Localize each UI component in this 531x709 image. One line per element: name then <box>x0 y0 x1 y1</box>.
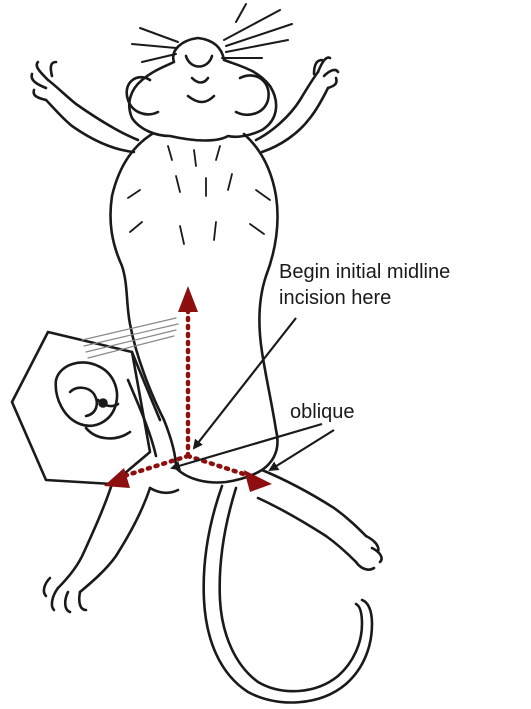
right-hindlimb <box>258 470 366 562</box>
midline-label-line2: incision here <box>279 285 450 311</box>
torso-right-outline <box>244 134 278 470</box>
right-forepaw <box>314 58 338 88</box>
mouse-head-outline <box>129 38 276 141</box>
midline-label-line1: Begin initial midline <box>279 259 450 285</box>
left-forepaw <box>32 62 56 100</box>
right-oblique-incision <box>188 456 250 476</box>
snout <box>186 56 212 67</box>
top-incision-arrow-icon <box>178 286 198 312</box>
left-forelimb <box>46 80 138 152</box>
left-hindlimb <box>58 484 150 592</box>
midline-pointer-arrow <box>194 318 296 448</box>
right-hindpaw <box>356 536 382 570</box>
organ-dot <box>100 400 107 407</box>
left-hindpaw <box>44 578 86 612</box>
fur-strokes <box>128 146 270 244</box>
whiskers <box>132 4 292 62</box>
right-ear <box>236 75 269 114</box>
midline-incision-label: Begin initial midline incision here <box>279 259 450 311</box>
skin-flap <box>12 332 150 484</box>
oblique-label: oblique <box>290 399 355 425</box>
